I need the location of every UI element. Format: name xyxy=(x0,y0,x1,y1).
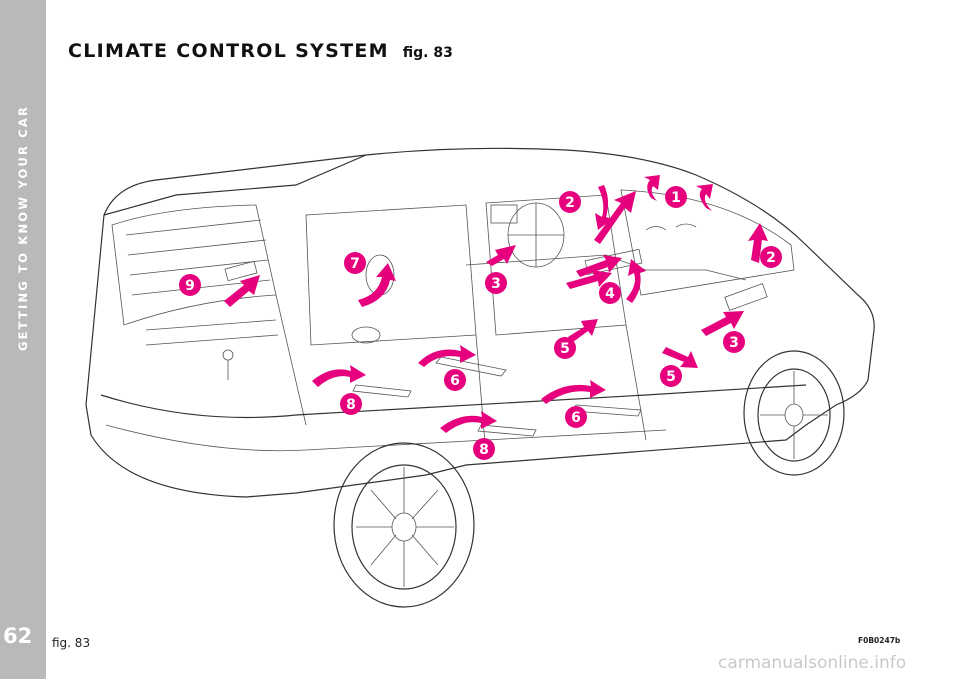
front-wheel xyxy=(743,350,845,476)
callout-5-right: 5 xyxy=(660,365,682,387)
callout-3-right-label: 3 xyxy=(729,335,739,351)
callout-6-rear: 6 xyxy=(444,369,466,391)
callout-8-rear-label: 8 xyxy=(346,397,356,413)
chapter-sidebar: GETTING TO KNOW YOUR CAR 62 xyxy=(0,0,46,679)
callout-4-label: 4 xyxy=(605,286,615,302)
callout-1-label: 1 xyxy=(671,190,681,206)
callout-3-left-label: 3 xyxy=(491,276,501,292)
callout-2-right: 2 xyxy=(760,246,782,268)
chapter-title: GETTING TO KNOW YOUR CAR xyxy=(16,104,30,352)
callout-3-right: 3 xyxy=(723,331,745,353)
watermark: carmanualsonline.info xyxy=(718,653,907,673)
callout-7: 7 xyxy=(344,252,366,274)
callout-8-rear: 8 xyxy=(340,393,362,415)
callout-2-center-label: 2 xyxy=(565,195,575,211)
page-number: 62 xyxy=(3,624,33,648)
rear-wheel xyxy=(333,442,475,608)
callout-3-left: 3 xyxy=(485,272,507,294)
figure-reference: fig. 83 xyxy=(402,45,453,61)
figure-caption: fig. 83 xyxy=(52,636,91,650)
airflow-arrows xyxy=(224,175,768,433)
callout-1: 1 xyxy=(665,186,687,208)
callout-2-center: 2 xyxy=(559,191,581,213)
callout-6-front: 6 xyxy=(565,406,587,428)
callout-9: 9 xyxy=(179,274,201,296)
callout-4: 4 xyxy=(599,282,621,304)
callout-6-front-label: 6 xyxy=(571,410,581,426)
callout-5-right-label: 5 xyxy=(666,369,676,385)
callout-8-front: 8 xyxy=(473,438,495,460)
figure-code: F0B0247b xyxy=(858,636,901,645)
callout-5-left: 5 xyxy=(554,337,576,359)
page-title-text: CLIMATE CONTROL SYSTEM xyxy=(68,40,389,62)
car-climate-illustration: 1 2 2 3 3 4 5 5 6 6 7 8 xyxy=(85,147,875,608)
callout-6-rear-label: 6 xyxy=(450,373,460,389)
callout-7-label: 7 xyxy=(350,256,360,272)
page-title: CLIMATE CONTROL SYSTEM fig. 83 xyxy=(68,40,453,62)
callout-5-left-label: 5 xyxy=(560,341,570,357)
callout-8-front-label: 8 xyxy=(479,442,489,458)
callout-9-label: 9 xyxy=(185,278,195,294)
callout-2-right-label: 2 xyxy=(766,250,776,266)
